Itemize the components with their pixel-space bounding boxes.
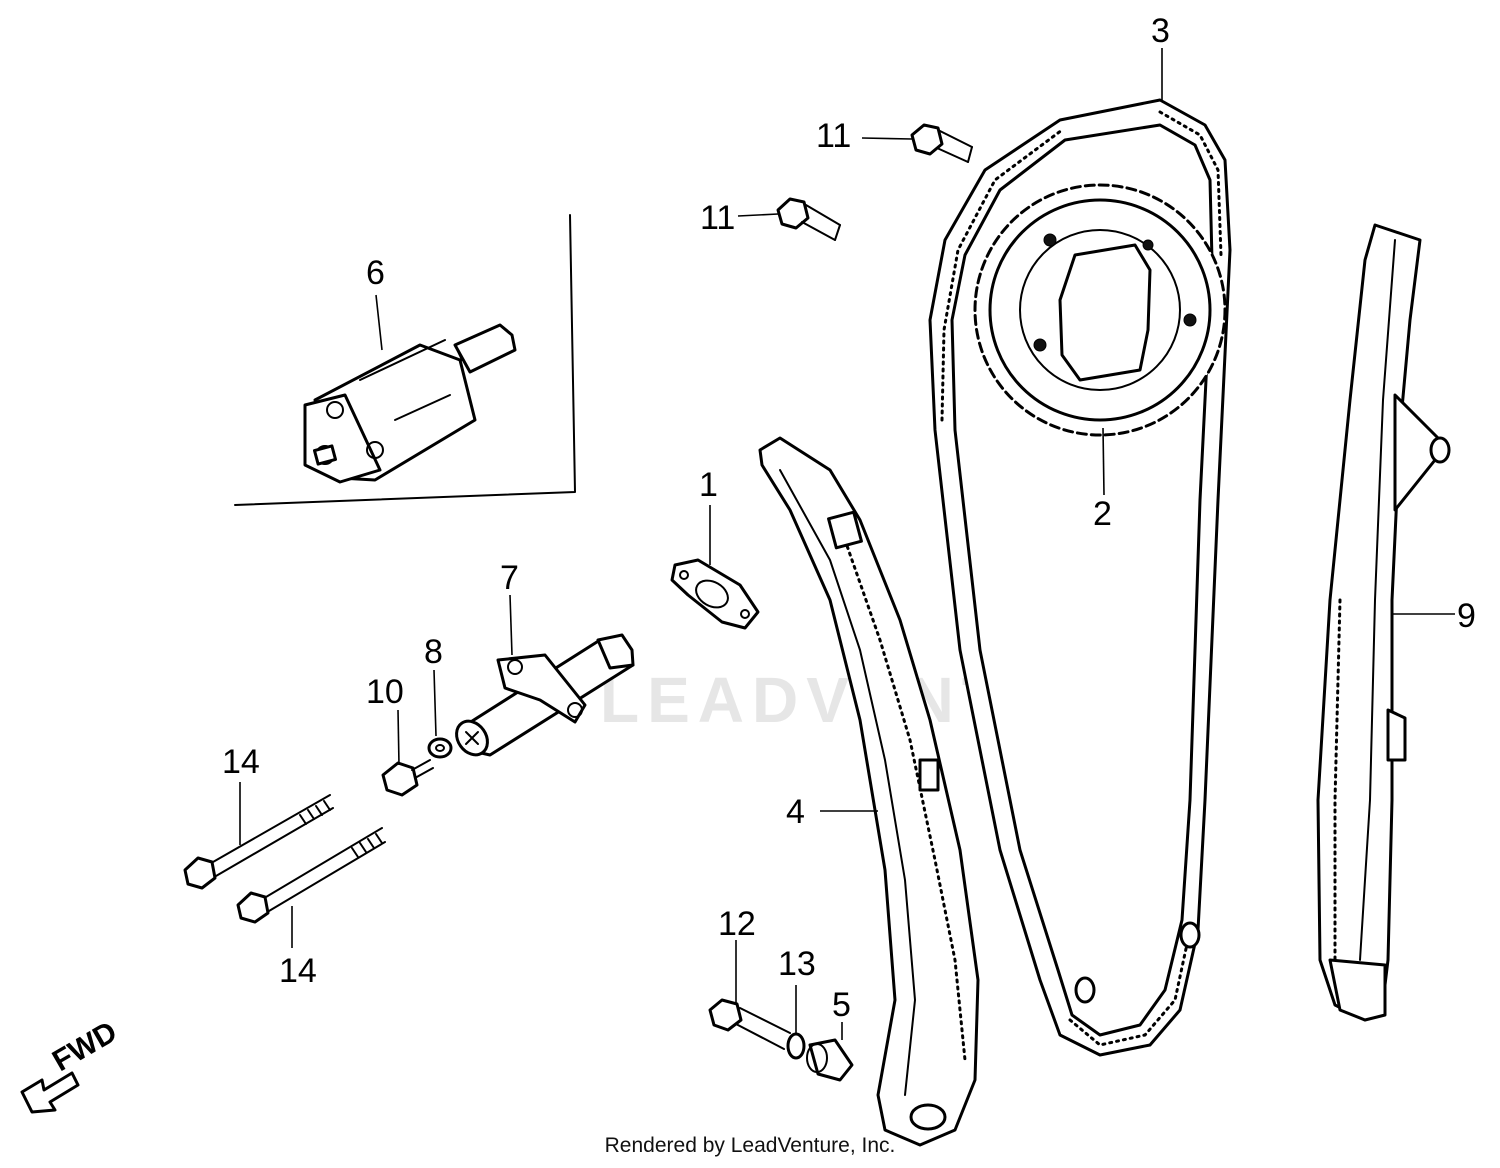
part-1-gasket[interactable] xyxy=(670,558,760,630)
callout-6: 6 xyxy=(366,254,385,292)
callout-13: 13 xyxy=(778,945,816,983)
part-4-tensioner-arm[interactable] xyxy=(758,436,980,1147)
fwd-arrow: FWD xyxy=(20,1015,123,1114)
callout-14-upper: 14 xyxy=(222,743,260,781)
part-12-bolt[interactable] xyxy=(708,998,791,1050)
part-11-bolt-upper[interactable] xyxy=(910,123,973,163)
callout-2: 2 xyxy=(1093,495,1112,533)
part-11-bolt-lower[interactable] xyxy=(776,197,841,241)
callout-4: 4 xyxy=(786,793,805,831)
callout-11-lower: 11 xyxy=(700,199,735,237)
callout-7: 7 xyxy=(500,559,519,597)
part-6-oil-pump[interactable] xyxy=(234,214,576,506)
part-14-long-bolt-upper[interactable] xyxy=(183,794,334,890)
part-8-washer[interactable] xyxy=(427,737,453,759)
part-9-chain-guide[interactable] xyxy=(1316,223,1451,1022)
part-10-bolt[interactable] xyxy=(381,759,434,797)
fwd-label: FWD xyxy=(47,1015,123,1078)
part-2-cam-sprocket[interactable] xyxy=(973,183,1227,437)
part-5-collar[interactable] xyxy=(806,1038,854,1082)
callout-10: 10 xyxy=(366,673,404,711)
part-14-long-bolt-lower[interactable] xyxy=(236,827,386,924)
callout-3: 3 xyxy=(1151,12,1170,50)
part-13-washer[interactable] xyxy=(786,1032,806,1060)
callout-9: 9 xyxy=(1457,597,1476,635)
callout-12: 12 xyxy=(718,905,756,943)
footer-credit: Rendered by LeadVenture, Inc. xyxy=(604,1134,896,1157)
part-7-tensioner[interactable] xyxy=(450,633,635,761)
leader-lines xyxy=(239,48,1455,1040)
callout-5: 5 xyxy=(832,986,851,1024)
callout-labels: 3 11 11 6 2 1 7 8 10 9 4 14 14 12 13 5 xyxy=(222,12,1476,1024)
callout-8: 8 xyxy=(424,633,443,671)
callout-1: 1 xyxy=(699,466,718,504)
callout-11-upper: 11 xyxy=(816,117,851,155)
callout-14-lower: 14 xyxy=(279,952,317,990)
